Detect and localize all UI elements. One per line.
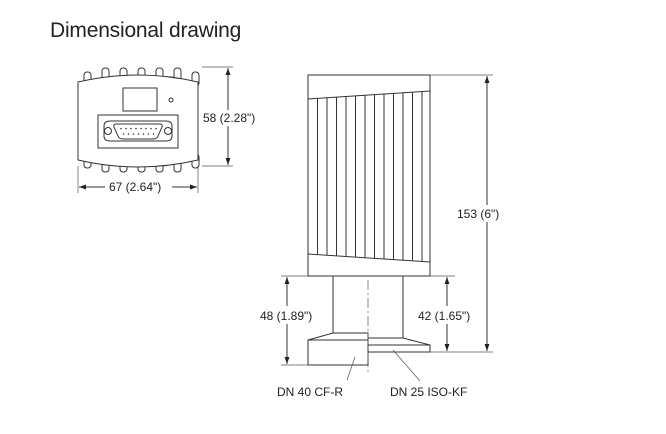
pin — [127, 133, 130, 135]
connector-pins — [120, 127, 157, 135]
side-view: 153 (6") 48 (1.89") 42 (1.65") DN 40 CF-… — [260, 74, 499, 399]
pin — [142, 133, 145, 135]
pin — [137, 133, 140, 135]
pin — [147, 133, 150, 135]
cooling-fins — [317, 91, 423, 262]
pin — [120, 127, 122, 130]
flange-kf-label: DN 25 ISO-KF — [390, 385, 467, 399]
gauge-body-side — [307, 74, 431, 277]
display-window — [122, 87, 158, 112]
height-dimension: 58 (2.28") — [203, 111, 255, 125]
status-led — [168, 97, 174, 103]
width-dimension: 67 (2.64") — [109, 180, 161, 194]
pin — [152, 133, 155, 135]
pin — [150, 127, 152, 130]
pin — [145, 127, 147, 130]
pin — [132, 133, 135, 135]
pin — [155, 127, 157, 130]
pin — [135, 127, 137, 130]
cf-height-dimension: 48 (1.89") — [260, 309, 312, 323]
page-title: Dimensional drawing — [50, 19, 242, 42]
screw-right — [164, 127, 172, 135]
kf-height-dimension: 42 (1.65") — [418, 309, 470, 323]
total-height-dimension: 153 (6") — [457, 207, 499, 221]
pin — [125, 127, 127, 130]
flange-cf-r — [307, 332, 369, 366]
pin — [130, 127, 132, 130]
screw-left — [104, 127, 112, 135]
pin — [140, 127, 142, 130]
front-view: 58 (2.28") 67 (2.64") — [77, 66, 255, 194]
flange-cf-label: DN 40 CF-R — [277, 385, 343, 399]
pin — [122, 133, 125, 135]
